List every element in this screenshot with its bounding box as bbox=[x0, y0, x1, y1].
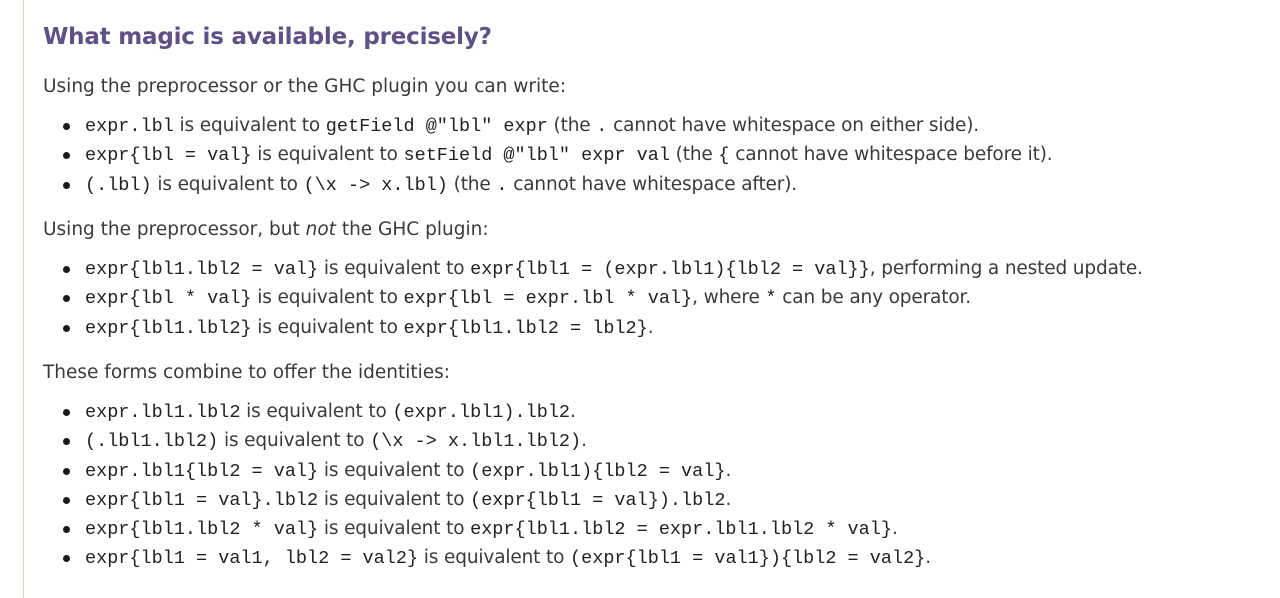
section-heading: What magic is available, precisely? bbox=[43, 24, 492, 50]
list-item: expr{lbl1.lbl2 = val} is equivalent to e… bbox=[43, 254, 1143, 283]
list-item: expr{lbl = val} is equivalent to setFiel… bbox=[43, 140, 1053, 169]
list-item: expr.lbl1{lbl2 = val} is equivalent to (… bbox=[43, 456, 931, 485]
list-preprocessor-or-plugin: expr.lbl is equivalent to getField @"lbl… bbox=[43, 111, 1053, 199]
left-border-rule bbox=[23, 0, 24, 598]
list-item: expr{lbl1 = val1, lbl2 = val2} is equiva… bbox=[43, 543, 931, 572]
intro-preprocessor-or-plugin: Using the preprocessor or the GHC plugin… bbox=[43, 76, 567, 97]
list-item: (.lbl) is equivalent to (\x -> x.lbl) (t… bbox=[43, 170, 1053, 199]
list-item: (.lbl1.lbl2) is equivalent to (\x -> x.l… bbox=[43, 426, 931, 455]
intro-identities: These forms combine to offer the identit… bbox=[43, 362, 450, 383]
list-identities: expr.lbl1.lbl2 is equivalent to (expr.lb… bbox=[43, 397, 931, 573]
list-item: expr.lbl1.lbl2 is equivalent to (expr.lb… bbox=[43, 397, 931, 426]
list-item: expr.lbl is equivalent to getField @"lbl… bbox=[43, 111, 1053, 140]
list-preprocessor-only: expr{lbl1.lbl2 = val} is equivalent to e… bbox=[43, 254, 1143, 342]
list-item: expr{lbl1.lbl2 * val} is equivalent to e… bbox=[43, 514, 931, 543]
list-item: expr{lbl * val} is equivalent to expr{lb… bbox=[43, 283, 1143, 312]
list-item: expr{lbl1 = val}.lbl2 is equivalent to (… bbox=[43, 485, 931, 514]
intro-preprocessor-only: Using the preprocessor, but not the GHC … bbox=[43, 219, 489, 240]
list-item: expr{lbl1.lbl2} is equivalent to expr{lb… bbox=[43, 313, 1143, 342]
